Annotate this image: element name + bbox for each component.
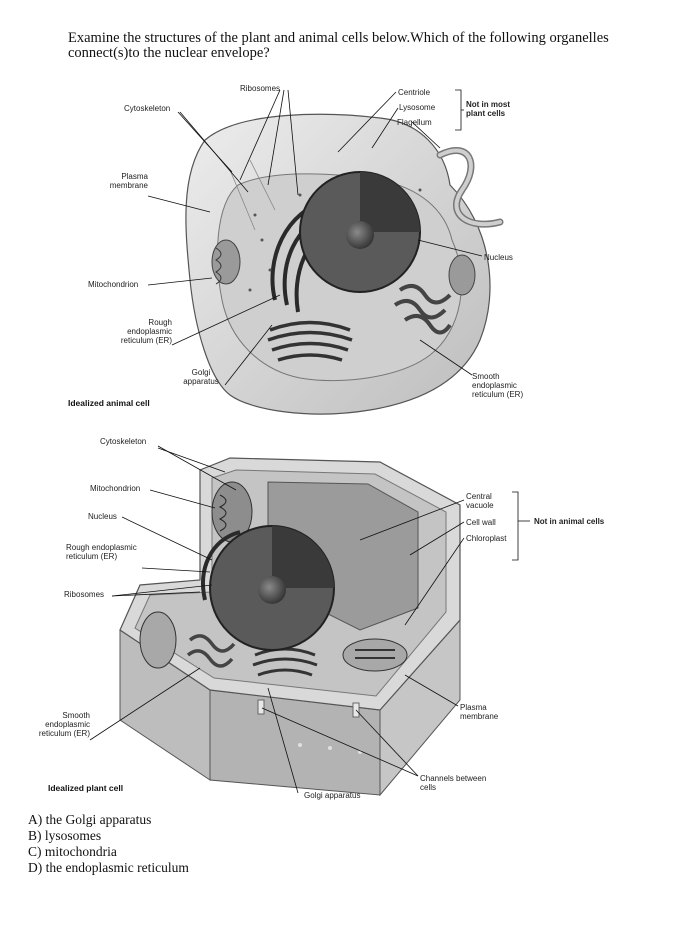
animal-golgi-label: Golgi apparatus xyxy=(183,368,219,386)
animal-nucleus-label: Nucleus xyxy=(484,253,513,262)
plant-ribosomes-label: Ribosomes xyxy=(64,590,105,599)
flagellum-label: Flagellum xyxy=(397,118,432,127)
animal-cell-drawing xyxy=(147,89,504,415)
animal-mitochondrion-label: Mitochondrion xyxy=(88,280,139,289)
plant-cell-drawing xyxy=(89,445,530,797)
question-line-1: Examine the structures of the plant and … xyxy=(68,30,609,46)
centriole-label: Centriole xyxy=(398,88,431,97)
plant-golgi-label: Golgi apparatus xyxy=(304,791,361,800)
plant-plasma-membrane-label: Plasma membrane xyxy=(460,703,499,721)
animal-rough-er-label: Rough endoplasmic reticulum (ER) xyxy=(120,318,172,345)
plant-chloroplast-shape xyxy=(342,638,408,672)
answer-c[interactable]: C) mitochondria xyxy=(28,844,117,859)
answer-choices: A) the Golgi apparatus B) lysosomes C) m… xyxy=(28,812,189,876)
plant-rough-er-label: Rough endoplasmic reticulum (ER) xyxy=(66,543,137,561)
animal-cytoskeleton-label: Cytoskeleton xyxy=(124,104,171,113)
channels-between-cells-label: Channels between cells xyxy=(420,774,487,792)
not-in-plant-cells-label: Not in most plant cells xyxy=(466,100,510,118)
plant-cell-caption: Idealized plant cell xyxy=(48,783,124,793)
central-vacuole-label: Central vacuole xyxy=(466,492,494,510)
chloroplast-label: Chloroplast xyxy=(466,534,507,543)
plant-cytoskeleton-label: Cytoskeleton xyxy=(100,437,147,446)
not-in-animal-cells-label: Not in animal cells xyxy=(534,517,605,526)
question-line-2: connect(s)to the nuclear envelope? xyxy=(68,45,270,61)
cell-wall-label: Cell wall xyxy=(466,518,496,527)
animal-cell-caption: Idealized animal cell xyxy=(68,398,150,408)
answer-d[interactable]: D) the endoplasmic reticulum xyxy=(28,860,189,875)
answer-a[interactable]: A) the Golgi apparatus xyxy=(28,812,152,827)
animal-golgi-shape xyxy=(267,320,353,362)
animal-smooth-er-label: Smooth endoplasmic reticulum (ER) xyxy=(472,372,524,399)
plant-nucleus-label: Nucleus xyxy=(88,512,117,521)
animal-ribosomes-label: Ribosomes xyxy=(240,84,281,93)
plant-mitochondrion-label: Mitochondrion xyxy=(90,484,141,493)
plant-smooth-er-label: Smooth endoplasmic reticulum (ER) xyxy=(38,711,90,738)
animal-plasma-membrane-label: Plasma membrane xyxy=(109,172,148,190)
answer-b[interactable]: B) lysosomes xyxy=(28,828,102,843)
question-text: Examine the structures of the plant and … xyxy=(68,30,658,61)
animal-mitochondrion-shape xyxy=(211,239,241,285)
lysosome-label: Lysosome xyxy=(399,103,436,112)
animal-smooth-er-shape xyxy=(393,284,452,335)
